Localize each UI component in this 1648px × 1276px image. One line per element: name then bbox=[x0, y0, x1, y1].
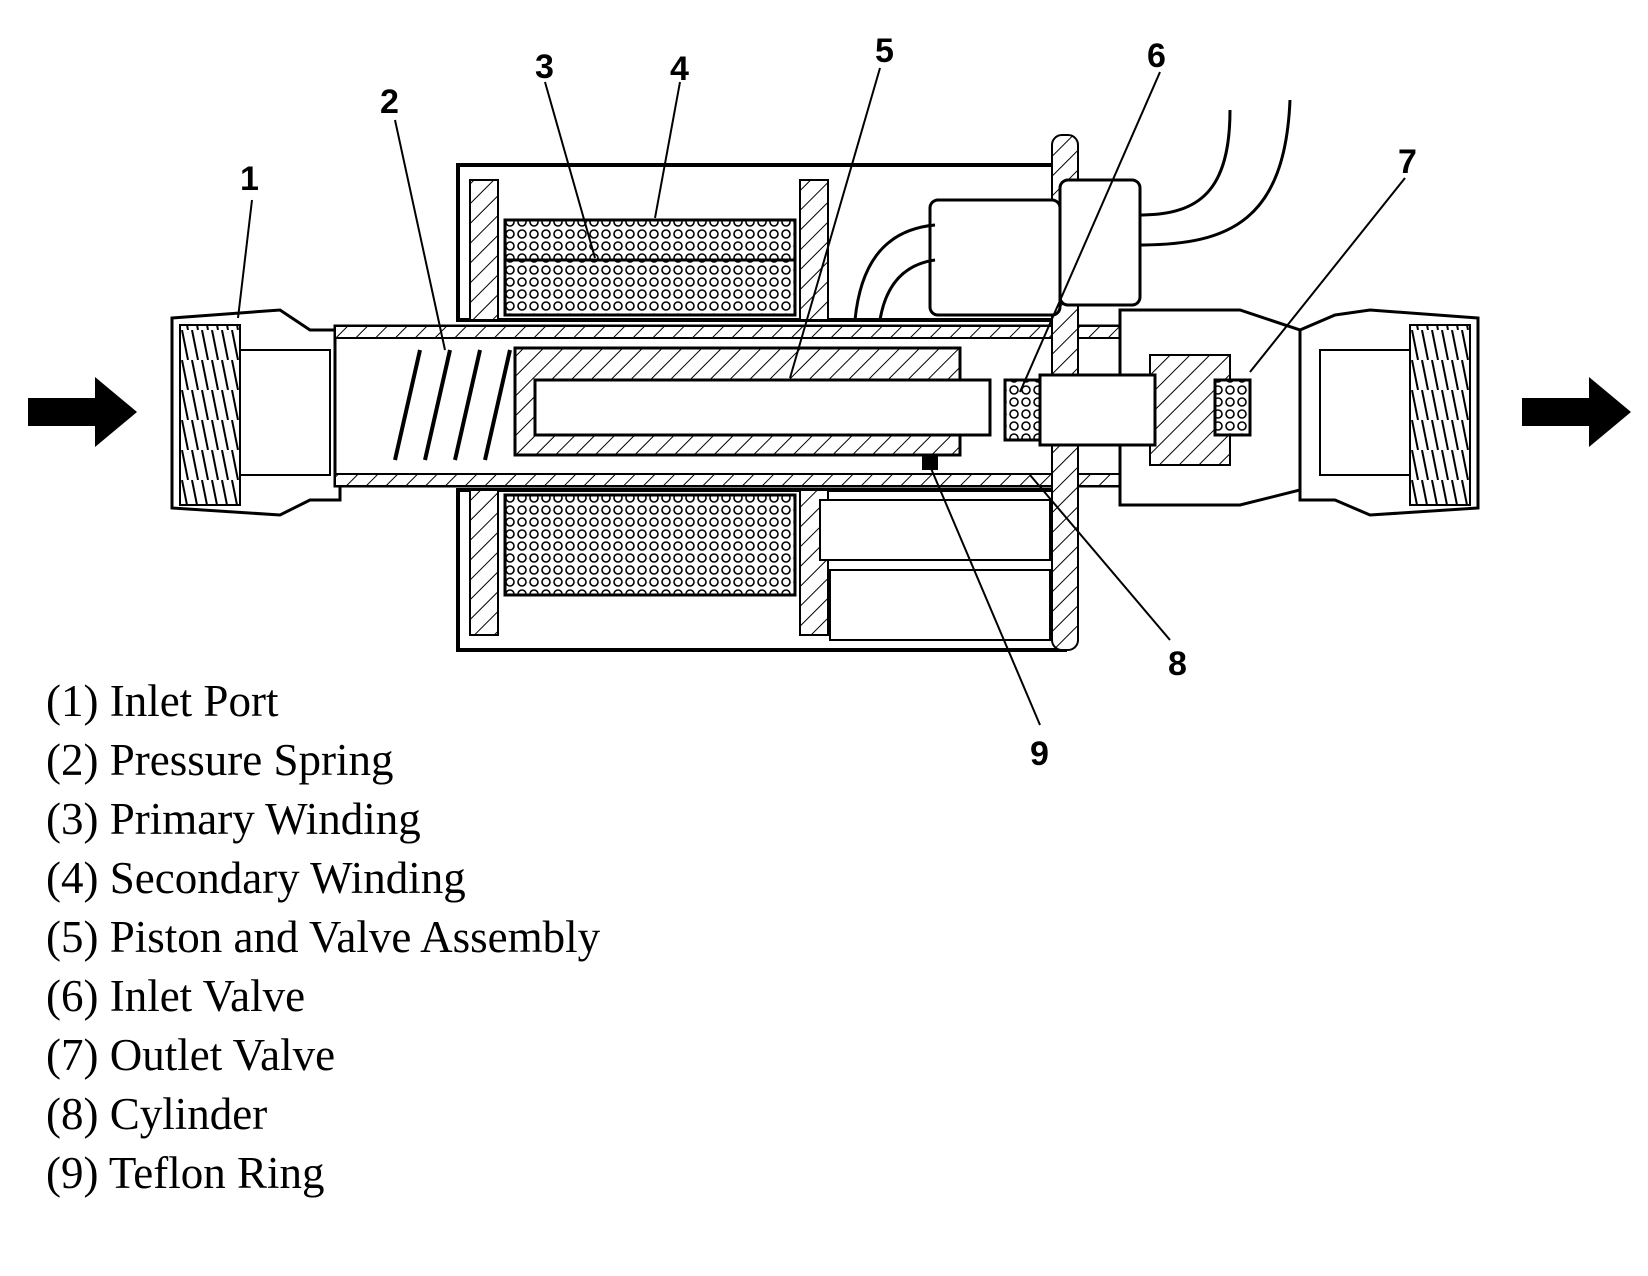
callout-6: 6 bbox=[1147, 37, 1166, 75]
parts-legend: (1) Inlet Port (2) Pressure Spring (3) P… bbox=[46, 672, 600, 1203]
legend-item: (2) Pressure Spring bbox=[46, 735, 394, 785]
pressure-spring bbox=[393, 349, 512, 461]
callout-2: 2 bbox=[380, 83, 399, 121]
secondary-winding bbox=[503, 218, 797, 262]
legend-item: (1) Inlet Port bbox=[46, 676, 279, 726]
callout-3: 3 bbox=[535, 48, 554, 86]
outlet-flow-arrow bbox=[1522, 377, 1631, 447]
piston-assembly bbox=[513, 346, 992, 457]
electrical-connector bbox=[853, 99, 1292, 321]
inlet-valve bbox=[1003, 378, 1042, 442]
callout-1: 1 bbox=[240, 160, 259, 198]
winding-lower bbox=[503, 493, 797, 597]
callout-7: 7 bbox=[1398, 143, 1417, 181]
legend-item: (4) Secondary Winding bbox=[46, 853, 466, 903]
lower-electronics bbox=[819, 499, 1051, 641]
callout-4: 4 bbox=[670, 50, 689, 88]
callout-9: 9 bbox=[1030, 735, 1049, 773]
legend-item: (9) Teflon Ring bbox=[46, 1148, 325, 1198]
legend-item: (5) Piston and Valve Assembly bbox=[46, 912, 601, 962]
legend-item: (7) Outlet Valve bbox=[46, 1030, 336, 1080]
legend-item: (3) Primary Winding bbox=[46, 794, 421, 844]
callout-8: 8 bbox=[1168, 645, 1187, 683]
valve-seat bbox=[1038, 373, 1157, 447]
primary-winding bbox=[503, 218, 797, 317]
inlet-port-fitting bbox=[170, 308, 342, 517]
legend-item: (6) Inlet Valve bbox=[46, 971, 306, 1021]
legend-item: (8) Cylinder bbox=[46, 1089, 268, 1139]
inlet-flow-arrow bbox=[28, 377, 137, 447]
outlet-fitting bbox=[1298, 308, 1480, 517]
callout-5: 5 bbox=[875, 32, 894, 70]
outlet-valve bbox=[1213, 378, 1252, 437]
teflon-ring bbox=[922, 456, 938, 470]
